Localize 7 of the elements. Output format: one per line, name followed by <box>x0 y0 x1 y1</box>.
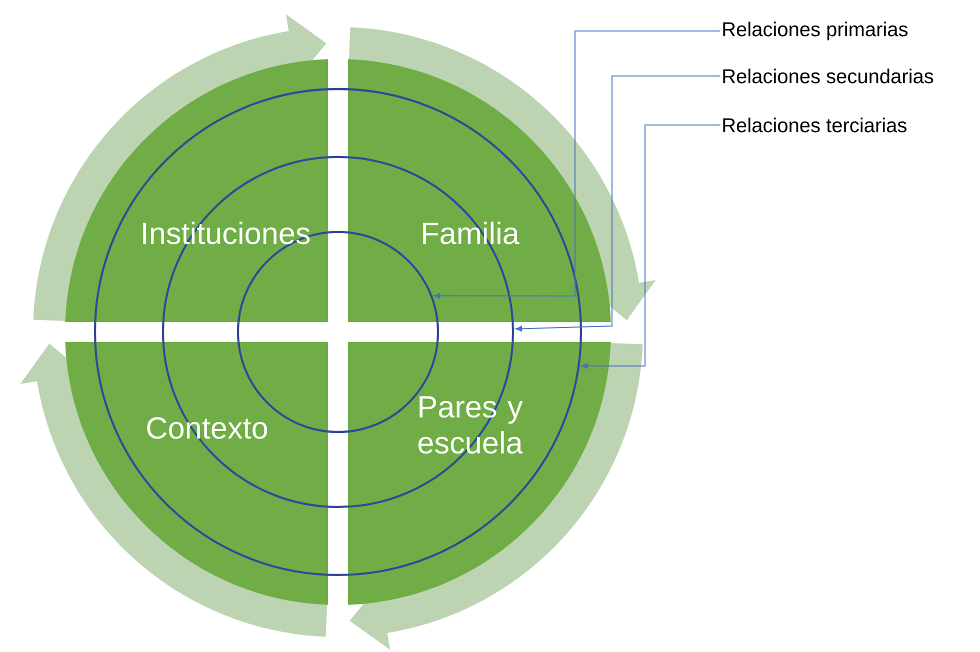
callout-text: Relaciones primarias <box>723 22 908 40</box>
leader-line <box>434 30 720 299</box>
leader-line <box>515 76 720 332</box>
leader-line <box>581 124 720 369</box>
callout-text: Relaciones terciarias <box>723 118 906 132</box>
ring <box>94 88 582 576</box>
callout-text: Relaciones secundarias <box>723 68 934 84</box>
